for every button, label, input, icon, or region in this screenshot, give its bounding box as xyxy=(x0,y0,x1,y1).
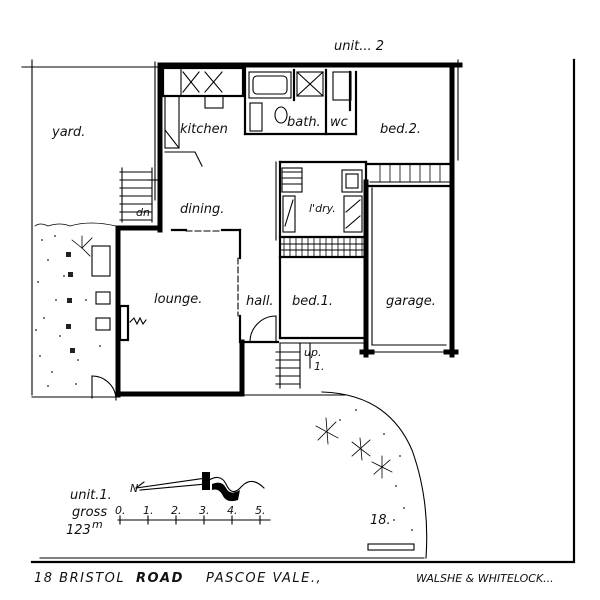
laundry-label: l'dry. xyxy=(309,202,336,215)
scale-tick-2: 2. xyxy=(171,504,182,517)
up-stair-count: 1. xyxy=(314,360,325,373)
unit-2-label: unit... 2 xyxy=(334,39,384,54)
scale-tick-1: 1. xyxy=(143,504,154,517)
up-stair-label: up. xyxy=(304,346,321,359)
gross-label: gross xyxy=(72,505,107,520)
down-stair-label: dn xyxy=(136,206,150,219)
dining-label: dining. xyxy=(180,202,224,217)
lounge-label: lounge. xyxy=(154,292,202,307)
lot-number: 18. xyxy=(370,513,391,528)
room-labels: unit... 2 yard. kitchen bath. wc bed.2. … xyxy=(51,39,436,528)
sunburst-shrub xyxy=(71,235,93,257)
address-road: ROAD xyxy=(136,571,184,586)
scale-tick-0: 0. xyxy=(115,504,126,517)
address-suffix: PASCOE VALE., xyxy=(206,571,322,586)
tree-symbol xyxy=(371,455,393,479)
front-garden xyxy=(315,391,428,559)
unit-1-label: unit.1. xyxy=(70,488,112,503)
bath-label: bath. xyxy=(287,115,321,130)
paving-pattern xyxy=(35,235,101,387)
site-boundary xyxy=(21,58,576,564)
architects-credit: WALSHE & WHITELOCK... xyxy=(416,572,554,585)
area-unit: m xyxy=(92,518,103,531)
fireplace xyxy=(118,304,147,342)
kitchen-label: kitchen xyxy=(180,122,228,137)
hall-label: hall. xyxy=(246,294,274,309)
north-label: N xyxy=(130,482,138,495)
tree-symbol xyxy=(351,437,371,461)
bed-2-label: bed.2. xyxy=(380,122,421,137)
unit-area-note: unit.1. gross 123 m xyxy=(66,488,112,538)
scale-tick-3: 3. xyxy=(199,504,210,517)
drawing-title: 18 BRISTOL ROAD PASCOE VALE., WALSHE & W… xyxy=(34,571,554,586)
area-value: 123 xyxy=(66,523,91,538)
interior-walls xyxy=(161,66,459,358)
north-arrow-icon xyxy=(135,472,265,502)
yard-label: yard. xyxy=(51,125,85,140)
exterior-walls xyxy=(115,59,463,398)
wc-label: wc xyxy=(330,115,348,130)
bed-1-label: bed.1. xyxy=(292,294,333,309)
garage-label: garage. xyxy=(386,294,436,309)
scale-tick-5: 5. xyxy=(255,504,266,517)
tree-symbol xyxy=(315,417,339,445)
scale-tick-4: 4. xyxy=(227,504,238,517)
courtyard-garden xyxy=(34,222,117,401)
address-prefix: 18 BRISTOL xyxy=(34,571,125,586)
scale-bar: 0. 1. 2. 3. 4. 5. xyxy=(115,504,271,525)
stairs xyxy=(119,151,311,389)
